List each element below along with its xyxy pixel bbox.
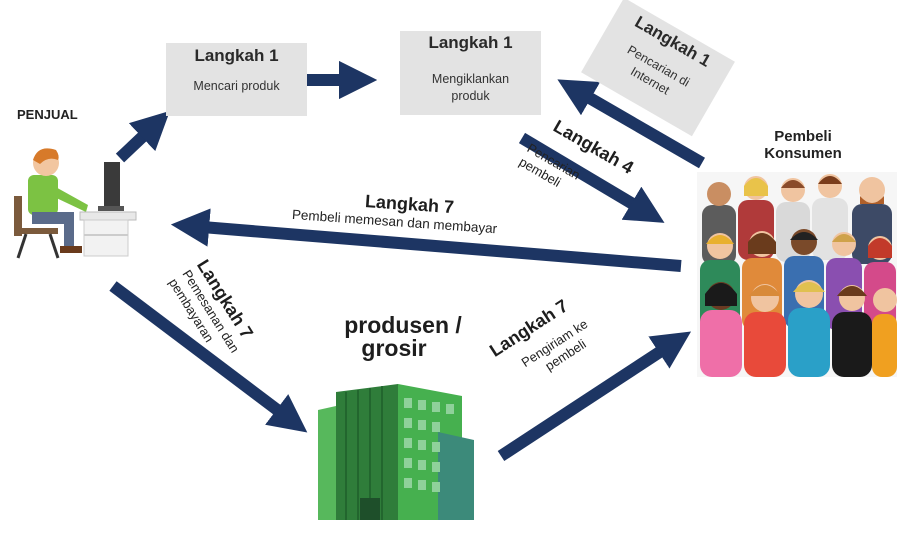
box-search-product-desc: Mencari produk: [193, 79, 280, 93]
buyer-label-2: Konsumen: [764, 145, 842, 162]
producer-label-2: grosir: [361, 335, 427, 361]
box-advertise-desc-2: produk: [451, 89, 490, 103]
arrow-advertise-to-buyer: [518, 132, 665, 223]
producer-label: produsen / grosir: [328, 314, 478, 360]
box-advertise-desc-1: Mengiklankan: [431, 72, 510, 86]
arrow-internet-to-advertise: [557, 79, 706, 169]
buyer-label-1: Pembeli: [774, 128, 832, 145]
producer-label-1: produsen /: [344, 312, 462, 338]
arrow-buyer-to-seller: [170, 208, 682, 272]
arrow-producer-to-buyer: [497, 331, 692, 462]
buyer-label: Pembeli Konsumen: [748, 128, 858, 162]
arrow-seller-to-search: [115, 110, 170, 163]
box-advertise-step: Langkah 1: [428, 33, 513, 52]
box-advertise-product: Langkah 1 Mengiklankan produk: [400, 31, 541, 115]
box-search-product-step: Langkah 1: [194, 46, 279, 65]
box-search-product: Langkah 1 Mencari produk: [166, 43, 307, 116]
seller-label: PENJUAL: [17, 107, 78, 122]
arrow-seller-to-producer: [109, 281, 308, 433]
